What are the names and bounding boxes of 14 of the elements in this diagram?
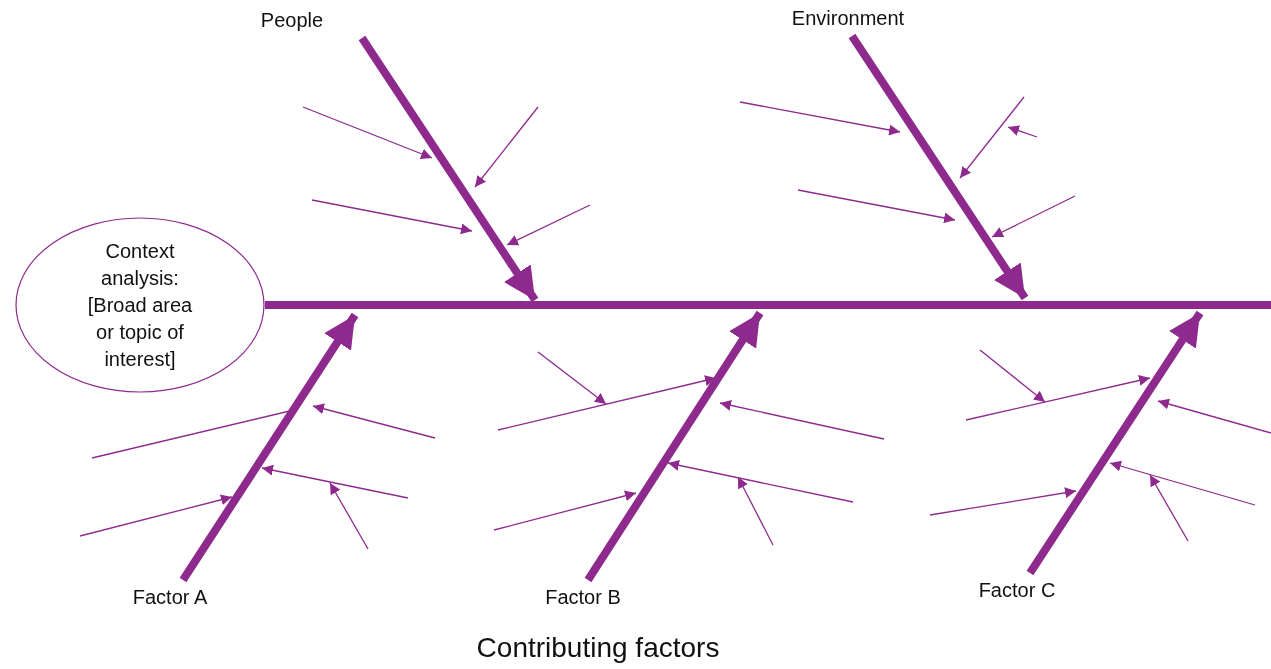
category-label: Factor B xyxy=(545,584,621,610)
bone-arrow xyxy=(1026,310,1204,576)
bone-arrow xyxy=(179,312,359,583)
category-label: Factor C xyxy=(978,577,1056,603)
caption: Contributing factors xyxy=(476,632,720,663)
bone-arrow xyxy=(358,35,539,303)
effect-text: Context analysis: [Broad area or topic of interest] xyxy=(86,238,194,372)
effect-ellipse xyxy=(15,217,265,393)
category-label: People xyxy=(260,7,324,33)
category-label: Environment xyxy=(791,5,905,31)
category-label: Factor A xyxy=(132,584,208,610)
bone-arrow xyxy=(584,310,764,583)
spine-line xyxy=(265,301,1271,309)
bone-arrow xyxy=(848,33,1029,301)
